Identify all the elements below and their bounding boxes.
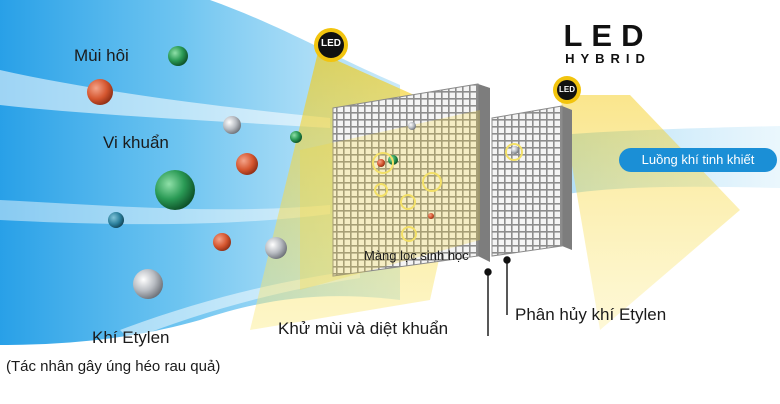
led-hybrid-logo: LED HYBRID (552, 20, 664, 66)
ethylene-particle-icon (223, 116, 241, 134)
bio-filter-label: Màng lọc sinh học (364, 248, 469, 263)
bacteria-particle-icon (213, 233, 231, 251)
brand-line1: LED (563, 18, 653, 53)
leader-lines (484, 256, 511, 336)
ethylene-particle-icon (408, 122, 416, 130)
decompose-label: Phân hủy khí Etylen (515, 305, 667, 324)
filter-glow (300, 110, 480, 290)
bacteria-particle-icon (87, 79, 113, 105)
odor-particle-icon (168, 46, 188, 66)
ethylene-particle-icon (133, 269, 163, 299)
led-badge-icon (314, 28, 348, 62)
brand-line2: HYBRID (565, 51, 651, 66)
odor-particle-icon (155, 170, 195, 210)
ethylene-particles (108, 116, 519, 299)
odor-label: Mùi hôi (74, 46, 129, 65)
pure-air-label: Luồng khí tinh khiết (619, 148, 777, 172)
bacteria-label: Vi khuẩn (103, 133, 169, 152)
ethylene-filter-panel (491, 105, 572, 257)
capture-rings (372, 143, 523, 242)
ethylene-label: Khí Etylen (92, 328, 170, 347)
odor-particle-icon (290, 131, 302, 143)
bacteria-particle-icon (377, 159, 385, 167)
ethylene-particle-icon (108, 212, 124, 228)
bacteria-particle-icon (236, 153, 258, 175)
led-badge-label-2: LED (559, 85, 575, 94)
led-badge-icon (553, 76, 581, 104)
ethylene-note: (Tác nhân gây úng héo rau quả) (6, 358, 221, 375)
bio-filter-panel (332, 83, 490, 277)
bacteria-particles (87, 79, 434, 251)
deodorize-label: Khử mùi và diệt khuẩn (278, 319, 449, 338)
bacteria-particle-icon (428, 213, 434, 219)
ethylene-particle-icon (265, 237, 287, 259)
ethylene-particle-icon (511, 146, 519, 154)
led-badge-label-1: LED (321, 38, 341, 49)
